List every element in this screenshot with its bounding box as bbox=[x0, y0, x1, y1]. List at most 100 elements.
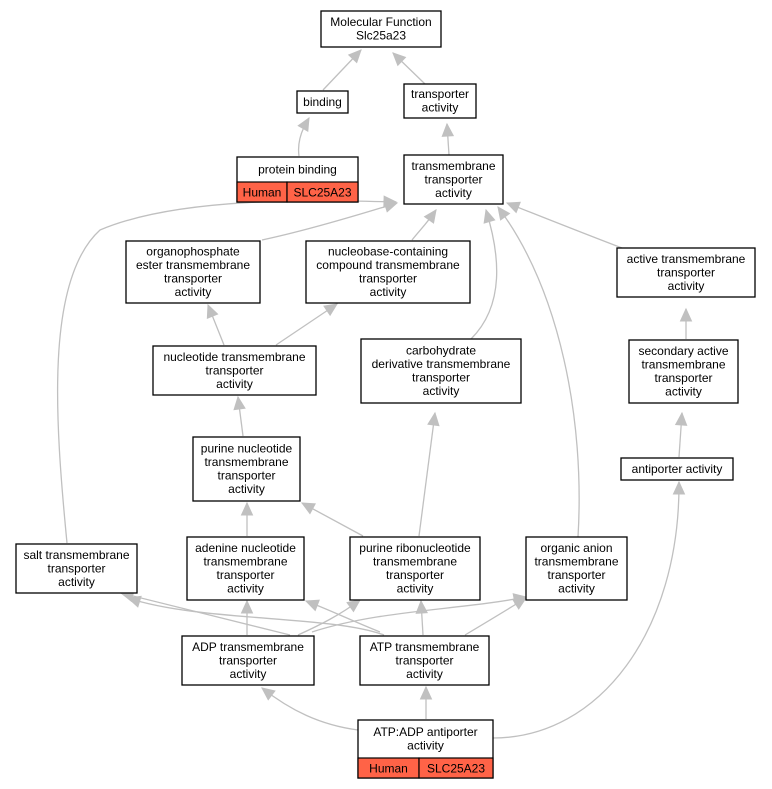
node-label-line: transporter bbox=[47, 561, 105, 575]
gene-label: SLC25A23 bbox=[293, 186, 351, 200]
arrowhead bbox=[427, 411, 440, 427]
edge-line bbox=[492, 481, 680, 739]
arrowhead bbox=[505, 201, 521, 214]
node-label-line: activity bbox=[665, 385, 702, 399]
node-label-line: transporter bbox=[205, 363, 263, 377]
node-label-line: compound transmembrane bbox=[316, 258, 460, 272]
node-label-line: activity bbox=[228, 482, 265, 496]
node-label-line: transmembrane bbox=[204, 455, 288, 469]
node-label-line: active transmembrane bbox=[627, 252, 746, 266]
node-label-line: activity bbox=[668, 279, 705, 293]
node-label-line: binding bbox=[303, 95, 342, 109]
edge-antiporter-to-secondary_active bbox=[674, 411, 688, 458]
node-label-line: carbohydrate bbox=[406, 344, 476, 358]
edge-carbohydrate-to-tm_transporter bbox=[470, 208, 498, 340]
arrowhead bbox=[497, 206, 511, 221]
node-label-line: transmembrane bbox=[203, 555, 287, 569]
node-box bbox=[192, 436, 301, 502]
arrowhead bbox=[441, 122, 455, 137]
node-box bbox=[181, 635, 315, 686]
node-box bbox=[152, 345, 317, 396]
node-label-line: protein binding bbox=[258, 162, 337, 176]
node-label-line: transmembrane bbox=[534, 555, 618, 569]
node-label-line: antiporter activity bbox=[632, 462, 723, 476]
node-label-line: organic anion bbox=[540, 541, 612, 555]
edge-transporter-to-mf bbox=[392, 52, 426, 85]
node-label-line: purine nucleotide bbox=[201, 442, 293, 456]
arrowhead bbox=[126, 595, 142, 608]
node-label-line: transmembrane bbox=[641, 358, 725, 372]
node-label-line: transporter bbox=[386, 568, 444, 582]
node-label-line: activity bbox=[558, 582, 595, 596]
node-label-line: activity bbox=[423, 384, 460, 398]
go-term-node-purine-ribonucleotide[interactable]: purine ribonucleotidetransmembranetransp… bbox=[349, 536, 481, 601]
node-label-line: activity bbox=[230, 667, 267, 681]
arrowhead bbox=[679, 307, 693, 322]
edge-atp_adp_antiporter-to-antiporter bbox=[492, 480, 686, 739]
node-label-line: activity bbox=[422, 101, 459, 115]
node-box bbox=[186, 536, 305, 601]
node-label-line: ADP transmembrane bbox=[192, 640, 304, 654]
node-label-line: transmembrane bbox=[373, 555, 457, 569]
edge-organophosphate-to-tm_transporter bbox=[261, 200, 399, 241]
go-term-node-binding[interactable]: binding bbox=[296, 90, 349, 114]
node-label-line: activity bbox=[58, 575, 95, 589]
edge-atp_tm-to-salt_tm bbox=[126, 595, 385, 636]
edges-layer bbox=[56, 49, 693, 739]
node-label-line: transporter bbox=[219, 653, 277, 667]
edge-atp_tm-to-purine_ribonucleotide bbox=[415, 599, 429, 636]
arrowhead bbox=[415, 599, 429, 614]
arrowhead bbox=[672, 480, 686, 495]
go-term-node-adenine-nucleotide[interactable]: adenine nucleotidetransmembranetransport… bbox=[186, 536, 305, 601]
arrowhead bbox=[419, 685, 433, 700]
edge-line bbox=[311, 596, 527, 633]
go-term-node-nucleotide-tm[interactable]: nucleotide transmembranetransporteractiv… bbox=[152, 345, 317, 396]
edge-secondary_active-to-active_tm bbox=[679, 307, 693, 339]
arrowhead bbox=[304, 599, 320, 612]
node-label-line: Molecular Function bbox=[330, 15, 431, 29]
node-box bbox=[628, 339, 739, 404]
node-box bbox=[320, 10, 442, 48]
go-term-node-organic-anion[interactable]: organic aniontransmembranetransporteract… bbox=[525, 536, 628, 601]
arrowhead bbox=[346, 599, 361, 613]
node-label-line: adenine nucleotide bbox=[195, 541, 296, 555]
node-box bbox=[620, 457, 734, 481]
arrowhead bbox=[483, 208, 496, 224]
node-label-line: transporter bbox=[217, 469, 275, 483]
go-term-node-purine-nucleotide[interactable]: purine nucleotidetransmembranetransporte… bbox=[192, 436, 301, 502]
arrowhead bbox=[206, 303, 219, 319]
edge-line bbox=[470, 209, 498, 340]
go-term-node-secondary-active[interactable]: secondary activetransmembranetransporter… bbox=[628, 339, 739, 404]
species-label: Human bbox=[243, 186, 282, 200]
node-box bbox=[15, 543, 138, 594]
node-box bbox=[403, 83, 477, 119]
edge-purine_ribonucleotide-to-carbohydrate bbox=[418, 411, 440, 537]
node-box bbox=[359, 635, 490, 686]
edge-atp_adp_antiporter-to-atp_tm bbox=[419, 685, 433, 719]
node-label-line: transporter bbox=[657, 265, 715, 279]
node-label-line: transporter bbox=[411, 87, 469, 101]
species-label: Human bbox=[369, 762, 408, 776]
edge-protein_binding-to-binding bbox=[297, 116, 310, 157]
node-label-line: ester transmembrane bbox=[136, 258, 250, 272]
edge-line bbox=[261, 687, 359, 731]
arrowhead bbox=[512, 597, 528, 610]
edge-purine_ribonucleotide-to-purine_nucleotide bbox=[300, 502, 364, 537]
arrowhead bbox=[423, 209, 437, 224]
go-term-node-antiporter[interactable]: antiporter activity bbox=[620, 457, 734, 481]
arrowhead bbox=[674, 411, 688, 426]
